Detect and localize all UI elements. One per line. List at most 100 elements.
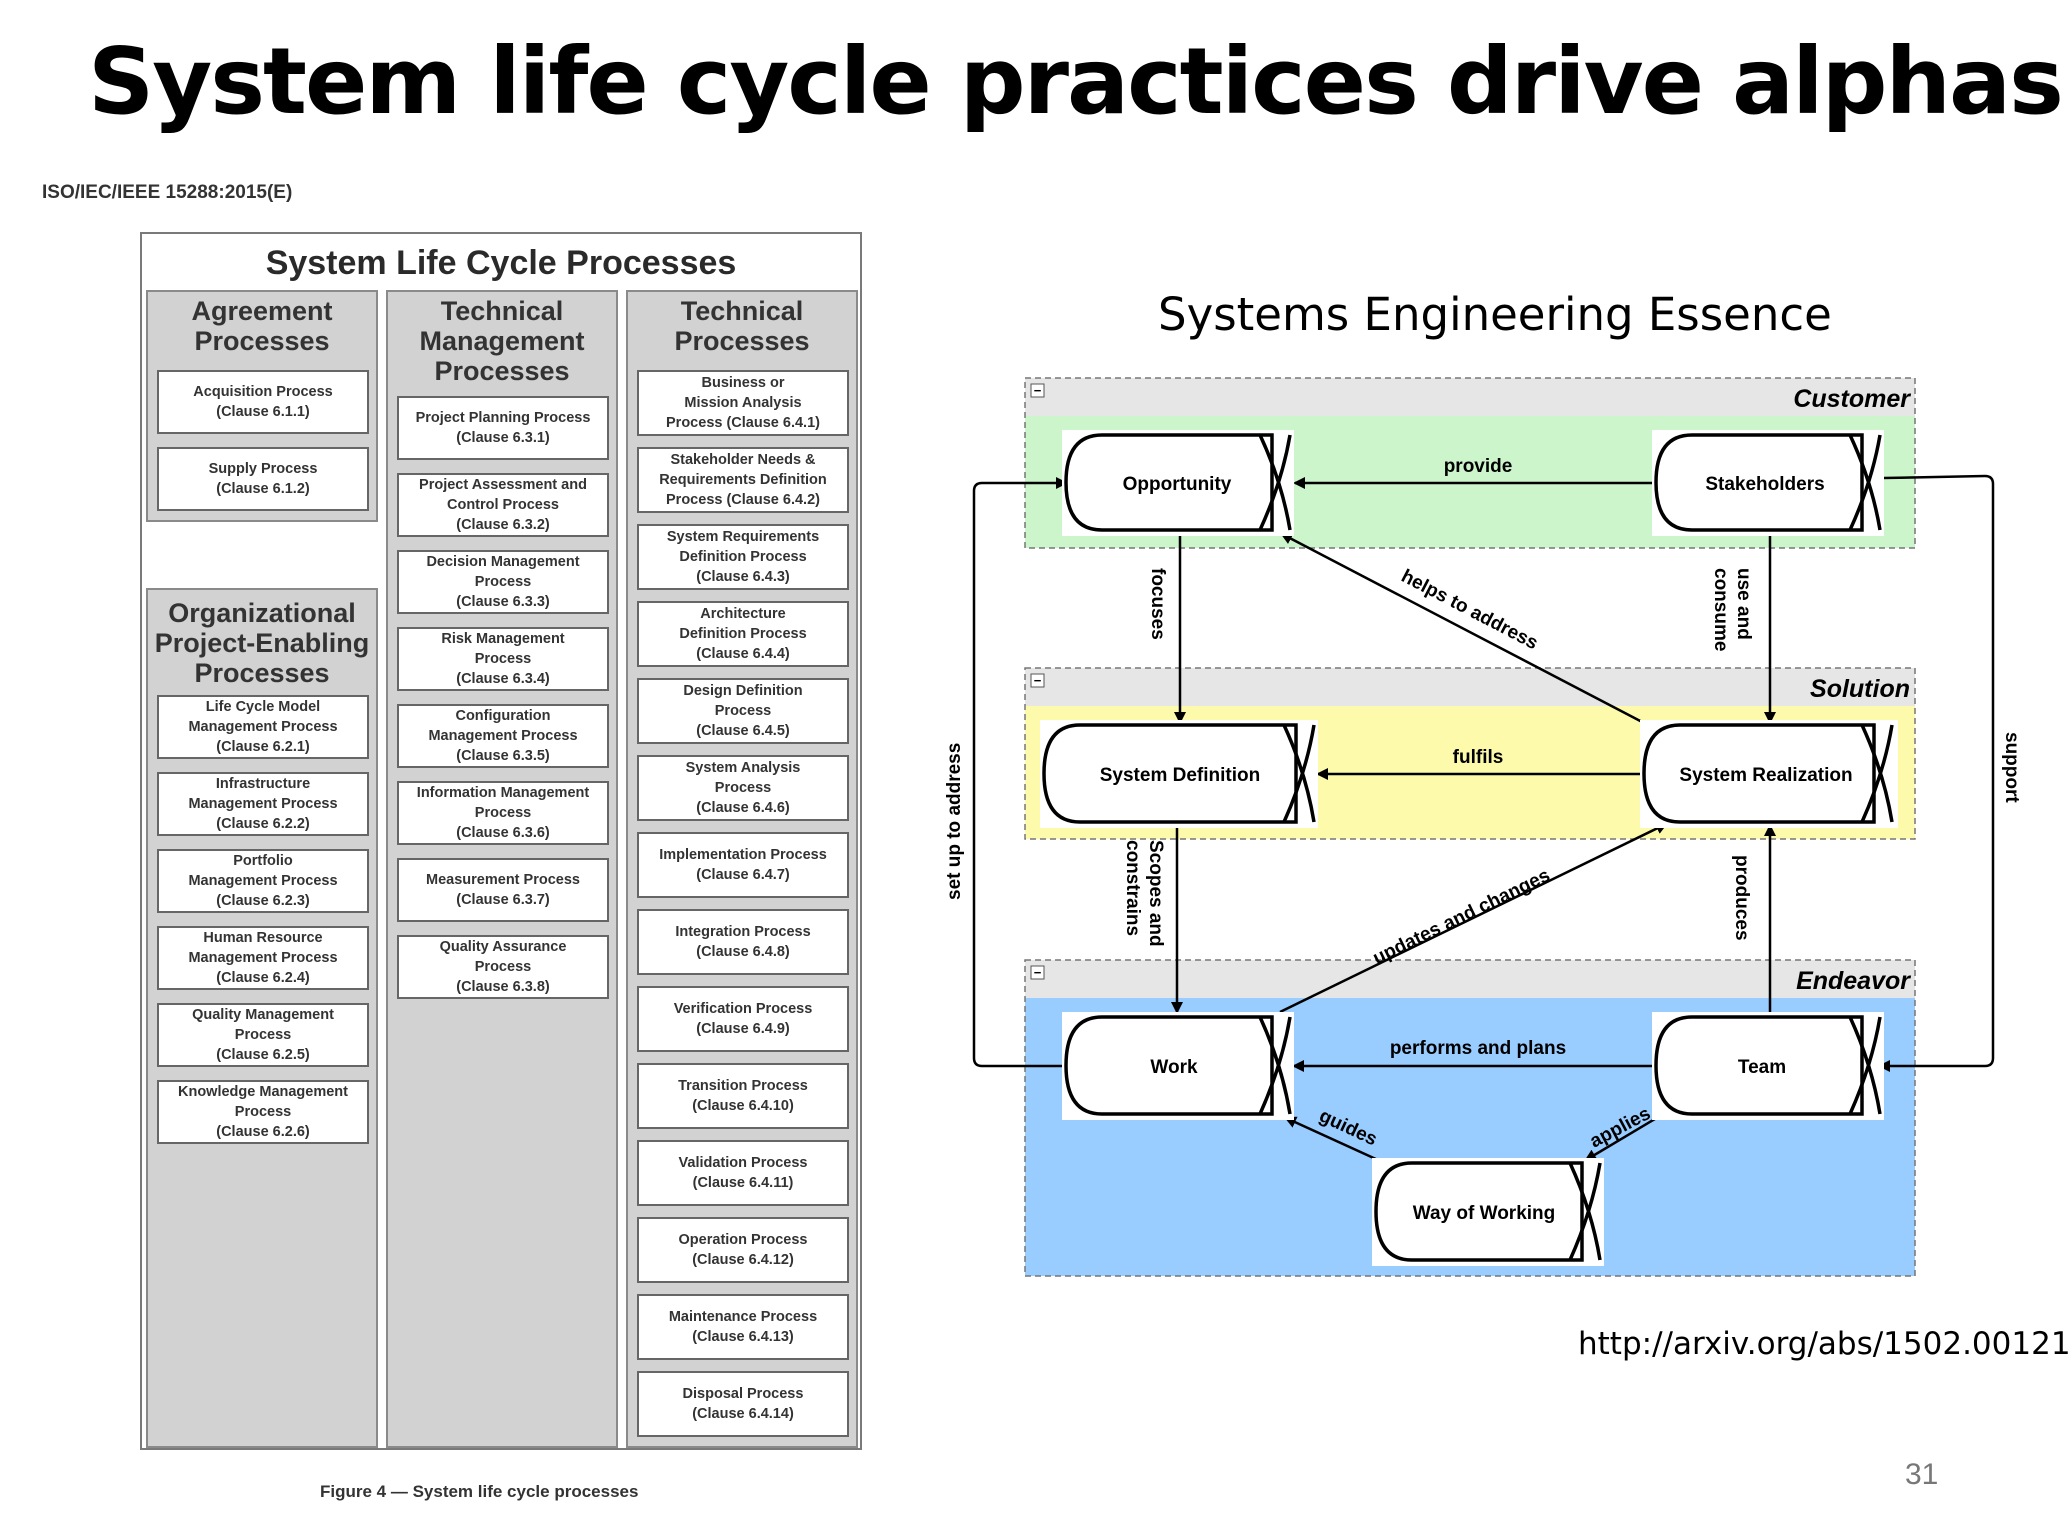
endeavor-area-border <box>1024 959 1916 1277</box>
alpha-label: System Realization <box>1679 765 1852 786</box>
process-box: Infrastructure Management Process (Claus… <box>157 772 369 836</box>
column-heading: Technical Management Processes <box>419 296 585 386</box>
label-focuses: focuses <box>1147 568 1168 640</box>
edge-guides <box>1284 1116 1379 1162</box>
alpha-system-realization[interactable]: System Realization <box>1640 720 1898 828</box>
process-box: Human Resource Management Process (Claus… <box>157 926 369 990</box>
edge-helps-to-address <box>1280 532 1647 726</box>
collapse-toggle-glyph[interactable]: − <box>1034 965 1042 980</box>
alpha-cross <box>1848 1016 1882 1115</box>
label-use-and: use and <box>1733 568 1754 640</box>
collapse-toggle[interactable]: − <box>1030 673 1045 688</box>
standard-reference: ISO/IEC/IEEE 15288:2015(E) <box>42 182 293 203</box>
alpha-cross <box>1258 434 1292 531</box>
alpha-outline[interactable] <box>1642 723 1876 824</box>
alpha-outline[interactable] <box>1042 723 1298 824</box>
alpha-work[interactable]: Work <box>1062 1012 1294 1120</box>
customer-area-border <box>1024 377 1916 549</box>
process-box: Maintenance Process (Clause 6.4.13) <box>637 1294 849 1360</box>
alpha-cross <box>1568 1162 1602 1261</box>
collapse-toggle-box[interactable] <box>1030 673 1045 688</box>
customer-area-header <box>1025 378 1915 416</box>
solution-area-border <box>1024 667 1916 840</box>
process-box: Integration Process (Clause 6.4.8) <box>637 909 849 975</box>
alpha-opportunity[interactable]: Opportunity <box>1062 430 1294 536</box>
alpha-outline[interactable] <box>1064 433 1274 532</box>
essence-diagram-title: Systems Engineering Essence <box>1158 288 1832 341</box>
process-box: Supply Process (Clause 6.1.2) <box>157 447 369 511</box>
process-box: Architecture Definition Process (Clause … <box>637 601 849 667</box>
alpha-team[interactable]: Team <box>1652 1012 1884 1120</box>
source-link[interactable]: http://arxiv.org/abs/1502.00121 <box>1578 1326 2071 1362</box>
process-box: System Requirements Definition Process (… <box>637 524 849 590</box>
alpha-cross <box>1848 434 1882 531</box>
label-scopes-and: Scopes and <box>1145 840 1166 947</box>
process-box: Life Cycle Model Management Process (Cla… <box>157 695 369 759</box>
label-set-up-to-address: set up to address <box>944 743 965 900</box>
alpha-label: System Definition <box>1100 765 1260 786</box>
column-heading: Organizational Project-Enabling Processe… <box>154 598 370 688</box>
alpha-label: Stakeholders <box>1705 474 1824 495</box>
column-heading: Technical Processes <box>674 296 810 356</box>
column-heading: Agreement Processes <box>191 296 333 356</box>
process-box: Implementation Process (Clause 6.4.7) <box>637 832 849 898</box>
technical-processes-column: Technical Processes Business or Mission … <box>626 290 858 1448</box>
endeavor-area-header <box>1025 960 1915 998</box>
collapse-toggle-glyph[interactable]: − <box>1034 673 1042 688</box>
process-box: Information Management Process (Clause 6… <box>397 781 609 845</box>
collapse-toggle-box[interactable] <box>1030 383 1045 398</box>
process-box: Validation Process (Clause 6.4.11) <box>637 1140 849 1206</box>
process-box: Project Planning Process (Clause 6.3.1) <box>397 396 609 460</box>
process-box: Verification Process (Clause 6.4.9) <box>637 986 849 1052</box>
alpha-outline[interactable] <box>1064 1015 1274 1116</box>
collapse-toggle-box[interactable] <box>1030 965 1045 980</box>
process-box: Design Definition Process (Clause 6.4.5) <box>637 678 849 744</box>
technical-management-processes-column: Technical Management Processes Project P… <box>386 290 618 1448</box>
edge-updates-and-changes <box>1279 822 1668 1014</box>
process-box: Disposal Process (Clause 6.4.14) <box>637 1371 849 1437</box>
system-life-cycle-processes-figure: System Life Cycle Processes Agreement Pr… <box>140 232 862 1450</box>
process-box: Configuration Management Process (Clause… <box>397 704 609 768</box>
process-box: Stakeholder Needs & Requirements Definit… <box>637 447 849 513</box>
process-box: Project Assessment and Control Process (… <box>397 473 609 537</box>
page-number: 31 <box>1905 1458 1939 1491</box>
organizational-project-enabling-processes-column: Organizational Project-Enabling Processe… <box>146 588 378 1448</box>
edge-set-up-to-address <box>972 477 1068 1068</box>
solution-area-header <box>1025 668 1915 706</box>
process-box: Business or Mission Analysis Process (Cl… <box>637 370 849 436</box>
alpha-outline[interactable] <box>1374 1161 1584 1262</box>
alpha-stakeholders[interactable]: Stakeholders <box>1652 430 1884 536</box>
agreement-processes-column: Agreement Processes Acquisition Process … <box>146 290 378 522</box>
process-box: Quality Management Process (Clause 6.2.5… <box>157 1003 369 1067</box>
endeavor-area-label: Endeavor <box>1796 967 1911 995</box>
process-box: Transition Process (Clause 6.4.10) <box>637 1063 849 1129</box>
customer-area-label: Customer <box>1793 385 1911 413</box>
essence-diagram: − Customer − Solution − Endeavor <box>944 377 2022 1277</box>
process-box: Risk Management Process (Clause 6.3.4) <box>397 627 609 691</box>
process-box: Portfolio Management Process (Clause 6.2… <box>157 849 369 913</box>
label-provide: provide <box>1444 456 1513 477</box>
process-box: Quality Assurance Process (Clause 6.3.8) <box>397 935 609 999</box>
alpha-system-definition[interactable]: System Definition <box>1040 720 1318 828</box>
label-constrains: constrains <box>1122 840 1143 936</box>
alpha-cross <box>1258 1016 1292 1115</box>
process-box: Measurement Process (Clause 6.3.7) <box>397 858 609 922</box>
alpha-outline[interactable] <box>1654 1015 1864 1116</box>
alpha-way-of-working[interactable]: Way of Working <box>1372 1158 1604 1266</box>
label-performs-and-plans: performs and plans <box>1390 1038 1566 1059</box>
alpha-cross <box>1282 724 1316 823</box>
label-fulfils: fulfils <box>1453 747 1504 768</box>
alpha-label: Opportunity <box>1123 474 1232 495</box>
collapse-toggle[interactable]: − <box>1030 965 1045 980</box>
alpha-outline[interactable] <box>1654 433 1864 532</box>
label-updates-and-changes: updates and changes <box>1370 865 1554 969</box>
process-box: Decision Management Process (Clause 6.3.… <box>397 550 609 614</box>
process-box: System Analysis Process (Clause 6.4.6) <box>637 755 849 821</box>
alpha-label: Way of Working <box>1413 1203 1556 1224</box>
collapse-toggle-glyph[interactable]: − <box>1034 383 1042 398</box>
alpha-cross <box>1860 724 1894 823</box>
label-produces: produces <box>1731 855 1752 941</box>
alpha-label: Work <box>1150 1057 1198 1078</box>
collapse-toggle[interactable]: − <box>1030 383 1045 398</box>
alpha-label: Team <box>1738 1057 1786 1078</box>
